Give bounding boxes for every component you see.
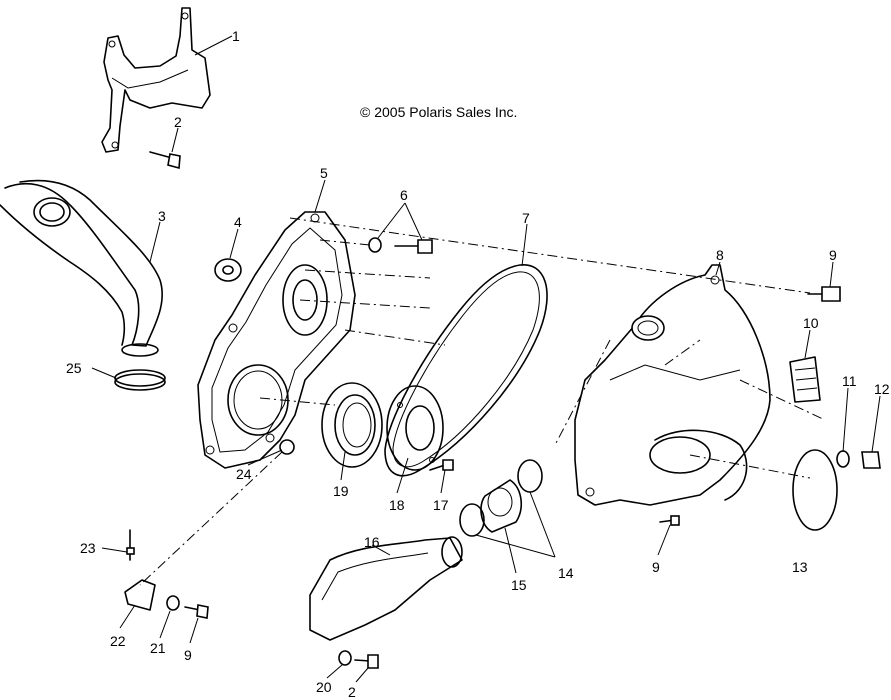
part-hose-clamps-14 (459, 459, 543, 537)
callout-14: 14 (558, 565, 574, 581)
part-bolt-9-top (807, 286, 841, 302)
part-small-bracket-22 (124, 579, 156, 611)
part-coupler-15 (480, 479, 523, 533)
part-bracket (101, 7, 211, 153)
callout-25: 25 (66, 360, 82, 376)
callout-19: 19 (333, 483, 349, 499)
callout-9-centre: 9 (652, 559, 660, 575)
callout-9-bottom: 9 (184, 647, 192, 663)
callout-11: 11 (842, 373, 857, 389)
part-outer-cover (574, 264, 771, 506)
part-bolt-9-bottom (184, 604, 209, 619)
callout-8: 8 (716, 247, 724, 263)
part-washer-11 (836, 450, 850, 468)
part-bolt-2-bottom (354, 654, 379, 669)
part-bearing-plate-18 (386, 385, 444, 471)
callout-5: 5 (320, 165, 328, 181)
part-inner-cover (197, 211, 356, 469)
alignment-lines (139, 217, 826, 586)
callout-15: 15 (511, 577, 527, 593)
callout-6: 6 (400, 187, 408, 203)
part-round-plate-13 (792, 449, 838, 531)
part-hose-clamp (114, 369, 166, 391)
leader-lines (91, 35, 881, 683)
callout-20: 20 (316, 679, 332, 695)
callout-1: 1 (232, 28, 240, 44)
callout-3: 3 (158, 208, 166, 224)
callout-4: 4 (234, 214, 242, 230)
callout-23: 23 (80, 540, 96, 556)
part-washer-4 (214, 258, 242, 282)
callout-2: 2 (174, 114, 182, 130)
part-washer-20 (338, 650, 352, 666)
part-screw-17 (429, 459, 454, 471)
part-drive-belt (384, 264, 548, 477)
part-bolt-top (149, 151, 181, 170)
callout-24: 24 (236, 466, 252, 482)
callout-13: 13 (792, 559, 808, 575)
callout-9-top: 9 (829, 247, 837, 263)
callout-17: 17 (433, 497, 449, 513)
callout-21: 21 (150, 640, 166, 656)
part-bolt-12 (861, 451, 881, 469)
part-decal-10 (789, 356, 821, 403)
callout-10: 10 (803, 315, 819, 331)
part-washer-24 (279, 439, 295, 455)
part-washer-21 (166, 595, 180, 611)
callout-2-bottom: 2 (348, 684, 356, 700)
part-intake-duct (0, 179, 163, 357)
callout-12: 12 (874, 381, 890, 397)
callout-labels: 1 2 3 4 5 6 7 8 9 10 11 12 13 14 15 16 1… (66, 28, 890, 700)
part-screw-9-centre (659, 515, 680, 526)
callout-18: 18 (389, 497, 405, 513)
part-washer-bolt-6 (368, 237, 433, 254)
callout-22: 22 (110, 633, 126, 649)
part-seal-19 (321, 382, 383, 468)
part-pin-23 (126, 529, 135, 561)
callout-16: 16 (364, 534, 380, 550)
part-outlet-duct (309, 536, 463, 641)
copyright-text: © 2005 Polaris Sales Inc. (360, 104, 517, 120)
callout-7: 7 (522, 210, 530, 226)
